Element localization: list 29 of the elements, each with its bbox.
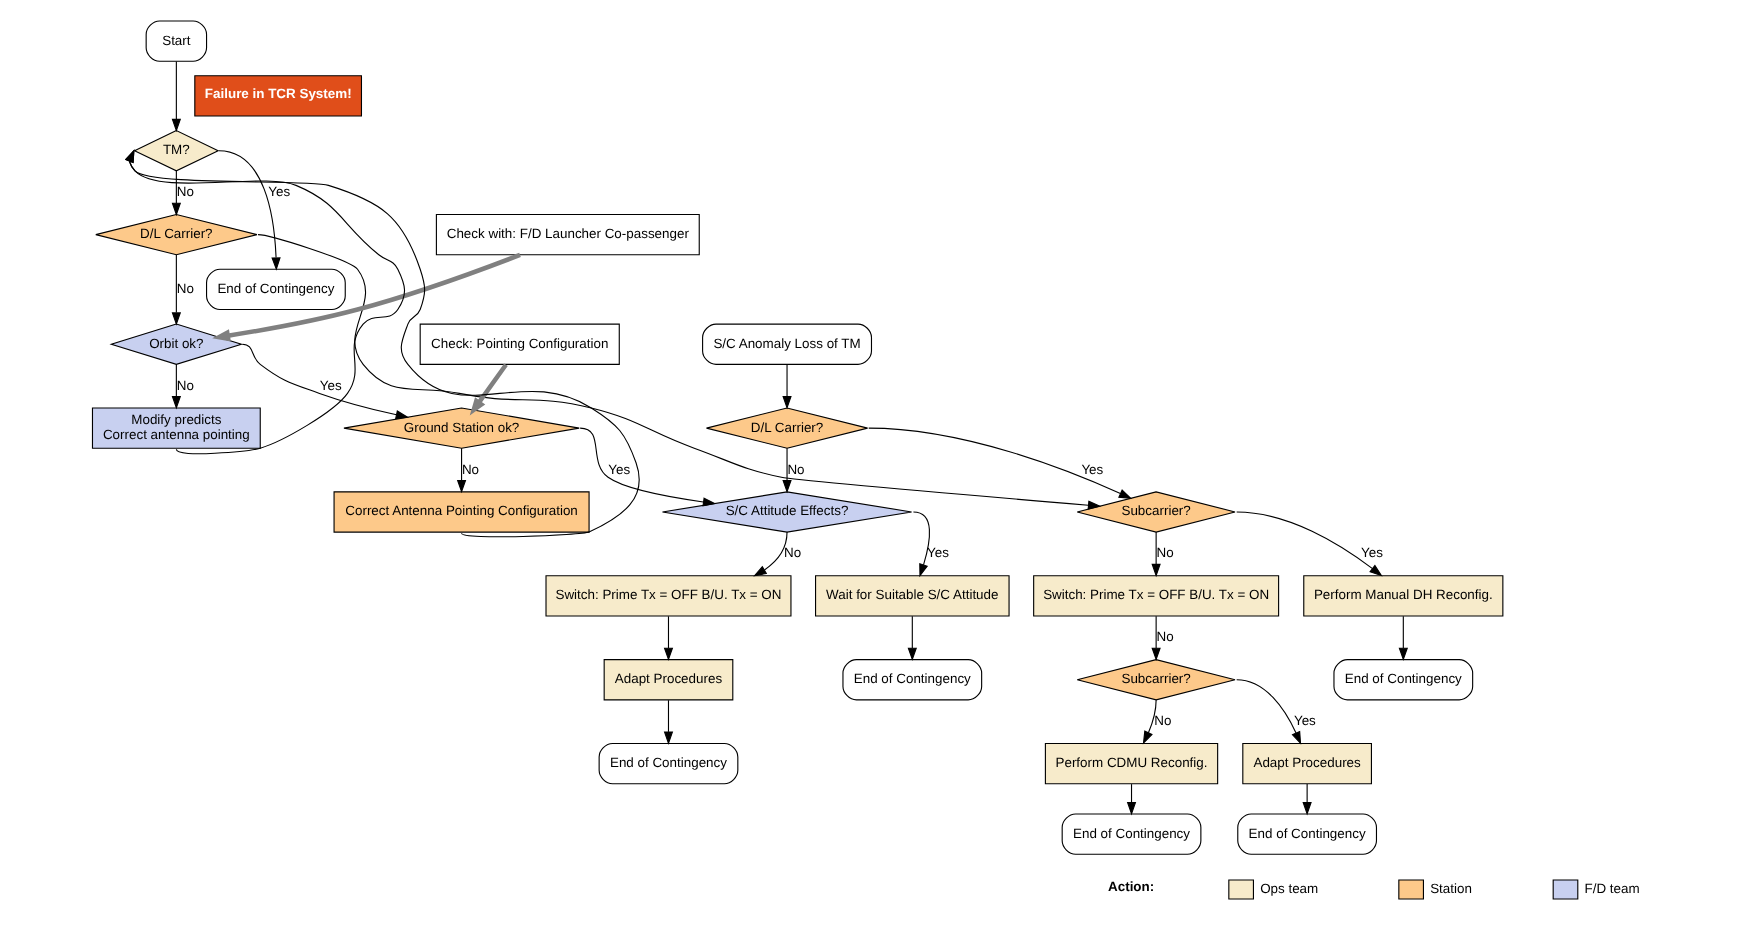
arrow (781, 447, 791, 494)
arrow (1301, 783, 1311, 816)
arrow (170, 60, 181, 133)
arrow (123, 149, 639, 538)
arrow (752, 531, 787, 577)
arrow (1141, 699, 1156, 745)
arrow (662, 615, 673, 662)
arrow (170, 170, 181, 217)
arrow (256, 234, 1101, 510)
arrow (1150, 531, 1160, 578)
arrow (468, 363, 507, 416)
arrow (1397, 615, 1407, 662)
arrow (578, 427, 716, 507)
arrow (867, 427, 1132, 499)
arrow (240, 343, 409, 420)
arrow (170, 254, 181, 326)
arrow (1150, 615, 1160, 662)
arrow (455, 447, 466, 494)
arrow (170, 363, 181, 410)
arrow (781, 364, 791, 410)
arrow (911, 511, 929, 578)
arrow (123, 149, 405, 455)
arrow (1235, 511, 1382, 577)
arrow (1235, 679, 1301, 745)
arrow (1125, 783, 1136, 816)
arrow (662, 699, 673, 745)
arrow (211, 252, 520, 342)
arrow (217, 150, 280, 271)
arrow (906, 615, 916, 662)
